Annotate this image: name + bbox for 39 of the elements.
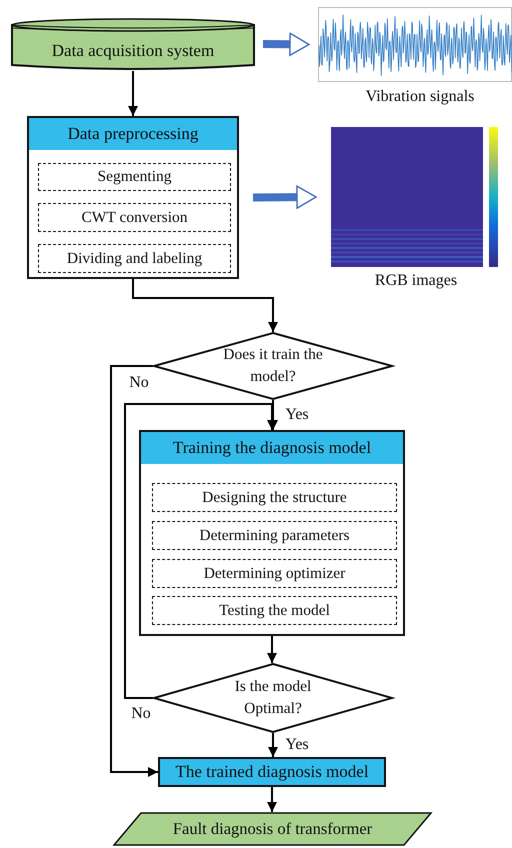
- block-arrow: [252, 185, 317, 209]
- step-box: [152, 521, 397, 550]
- step-label: Determining optimizer: [204, 564, 346, 582]
- step-label: CWT conversion: [81, 208, 188, 226]
- node-label: Fault diagnosis of transformer: [172, 819, 372, 839]
- output-parallelogram: [113, 812, 432, 846]
- decision-label: Is the model Optimal?: [234, 677, 312, 719]
- arrow: [132, 279, 278, 332]
- decision-diamond: [153, 332, 393, 400]
- arrow: [128, 71, 138, 116]
- step-label: Designing the structure: [202, 488, 347, 506]
- node-label: The trained diagnosis model: [175, 762, 369, 782]
- database-cylinder: [11, 17, 255, 71]
- arrow: [267, 787, 277, 812]
- arrow: [110, 365, 158, 777]
- step-box: [152, 483, 397, 512]
- step-box: [38, 203, 231, 232]
- decision-diamond: [153, 663, 393, 733]
- box-heading: Training the diagnosis model: [141, 432, 403, 464]
- node-label: Data acquisition system: [50, 41, 216, 61]
- process-box: [27, 116, 239, 279]
- step-box: [38, 163, 231, 191]
- image-caption: Vibration signals: [366, 88, 474, 106]
- step-box: [152, 596, 397, 625]
- image-caption: RGB images: [374, 272, 458, 290]
- step-label: Testing the model: [219, 602, 330, 620]
- arrow: [268, 733, 278, 757]
- process-box: [139, 430, 405, 636]
- step-box: [152, 559, 397, 588]
- step-label: Dividing and labeling: [66, 250, 202, 268]
- box-heading: Data preprocessing: [29, 118, 237, 150]
- signal-plot-drawing: [318, 7, 512, 82]
- step-label: Segmenting: [97, 168, 172, 186]
- block-arrow: [262, 32, 310, 56]
- step-box: [38, 244, 231, 273]
- arrow: [267, 636, 277, 663]
- process-box: [158, 757, 386, 787]
- step-label: Determining parameters: [199, 526, 350, 544]
- decision-label: Does it train the model?: [222, 345, 324, 387]
